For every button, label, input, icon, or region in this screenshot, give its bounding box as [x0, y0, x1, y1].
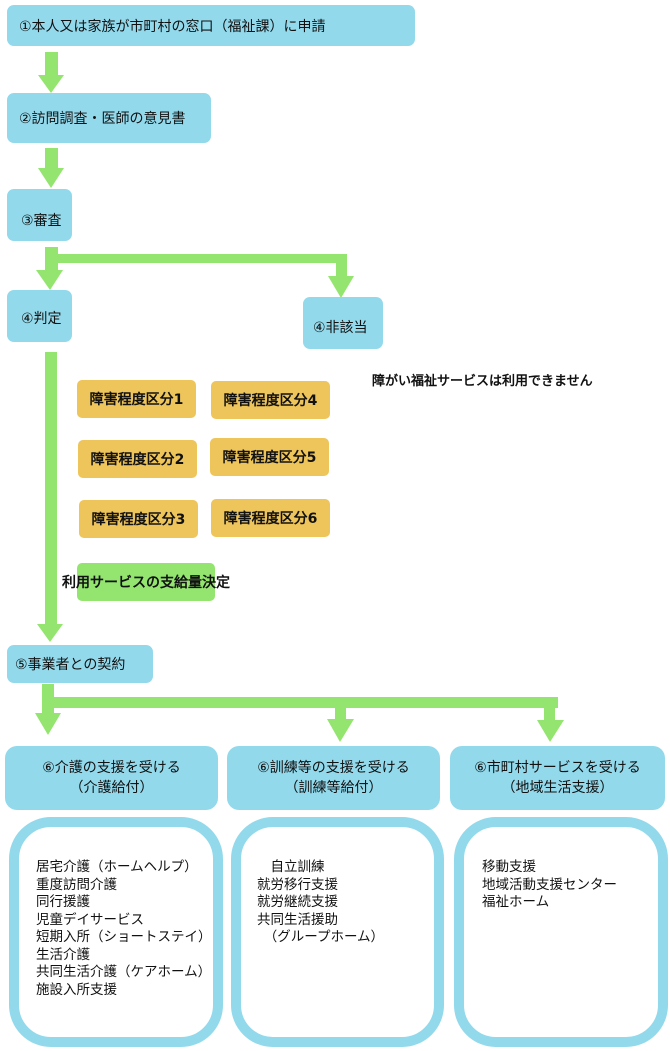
services-training-list: 自立訓練 就労移行支援 就労継続支援 共同生活援助 （グループホーム）: [257, 859, 434, 947]
service-item: 地域活動支援センター: [482, 876, 617, 893]
category-municipal-title: ⑥市町村サービスを受ける: [474, 760, 641, 776]
step-judge-label: ④判定: [21, 311, 62, 327]
arrow-contract-to-training: [48, 697, 558, 742]
step-judge: ④判定: [7, 290, 72, 342]
step-apply: ①本人又は家族が市町村の窓口（福祉課）に申請: [7, 5, 415, 46]
category-care-title: ⑥介護の支援を受ける: [42, 760, 181, 776]
step-survey-label: ②訪問調査・医師の意見書: [19, 111, 186, 127]
arrow-review-to-not-applicable: [52, 254, 354, 298]
category-training-title: ⑥訓練等の支援を受ける: [257, 760, 410, 776]
grade-1: 障害程度区分1: [77, 380, 196, 418]
services-municipal-list: 移動支援 地域活動支援センター 福祉ホーム: [482, 859, 658, 912]
grade-6: 障害程度区分6: [211, 499, 330, 537]
category-training-subtitle: （訓練等給付）: [284, 780, 383, 796]
service-item: 居宅介護（ホームヘルプ）: [36, 859, 198, 875]
step-contract-label: ⑤事業者との契約: [15, 657, 126, 673]
service-item: 同行援護: [36, 894, 90, 910]
category-municipal-subtitle: （地域生活支援）: [501, 780, 614, 796]
step-survey: ②訪問調査・医師の意見書: [7, 93, 211, 143]
service-item: 施設入所支援: [36, 981, 117, 998]
step-not-applicable-label: ④非該当: [313, 320, 368, 336]
service-item: 共同生活援助: [257, 911, 338, 928]
service-item: 短期入所（ショートステイ）: [36, 929, 212, 945]
step-not-applicable: ④非該当: [303, 297, 383, 349]
arrow-apply-to-survey: [38, 52, 64, 93]
step-apply-label: ①本人又は家族が市町村の窓口（福祉課）に申請: [19, 18, 326, 35]
grade-4: 障害程度区分4: [211, 381, 330, 419]
service-item: 児童デイサービス: [36, 911, 144, 928]
services-training: 自立訓練 就労移行支援 就労継続支援 共同生活援助 （グループホーム）: [231, 817, 444, 1047]
category-municipal: ⑥市町村サービスを受ける （地域生活支援）: [450, 746, 665, 810]
service-item: 共同生活介護（ケアホーム）: [36, 964, 212, 980]
category-care: ⑥介護の支援を受ける （介護給付）: [5, 746, 218, 810]
supply-decision: 利用サービスの支給量決定: [62, 563, 230, 601]
not-applicable-note: 障がい福祉サービスは利用できません: [372, 374, 593, 389]
arrow-contract-to-municipal: [537, 697, 564, 742]
arrow-review-to-judge: [36, 247, 63, 290]
service-item: 自立訓練: [257, 859, 325, 875]
service-item: 福祉ホーム: [482, 894, 550, 910]
service-item: 移動支援: [482, 859, 536, 875]
service-item: 就労継続支援: [257, 894, 338, 910]
service-item: （グループホーム）: [257, 929, 385, 945]
services-care: 居宅介護（ホームヘルプ） 重度訪問介護 同行援護 児童デイサービス 短期入所（シ…: [9, 817, 223, 1047]
arrow-judge-to-contract: [37, 352, 63, 642]
step-contract: ⑤事業者との契約: [7, 645, 153, 683]
grade-3: 障害程度区分3: [79, 500, 198, 538]
service-item: 重度訪問介護: [36, 876, 117, 893]
grade-2: 障害程度区分2: [78, 440, 197, 478]
services-municipal: 移動支援 地域活動支援センター 福祉ホーム: [454, 817, 668, 1047]
service-item: 生活介護: [36, 946, 90, 963]
service-item: 就労移行支援: [257, 876, 338, 893]
step-review: ③審査: [7, 189, 72, 241]
category-care-subtitle: （介護給付）: [69, 780, 154, 796]
services-care-list: 居宅介護（ホームヘルプ） 重度訪問介護 同行援護 児童デイサービス 短期入所（シ…: [36, 859, 213, 999]
arrow-survey-to-review: [38, 148, 64, 188]
category-training: ⑥訓練等の支援を受ける （訓練等給付）: [227, 746, 440, 810]
step-review-label: ③審査: [21, 213, 62, 229]
grade-5: 障害程度区分5: [210, 438, 329, 476]
arrow-contract-to-care: [35, 684, 61, 735]
